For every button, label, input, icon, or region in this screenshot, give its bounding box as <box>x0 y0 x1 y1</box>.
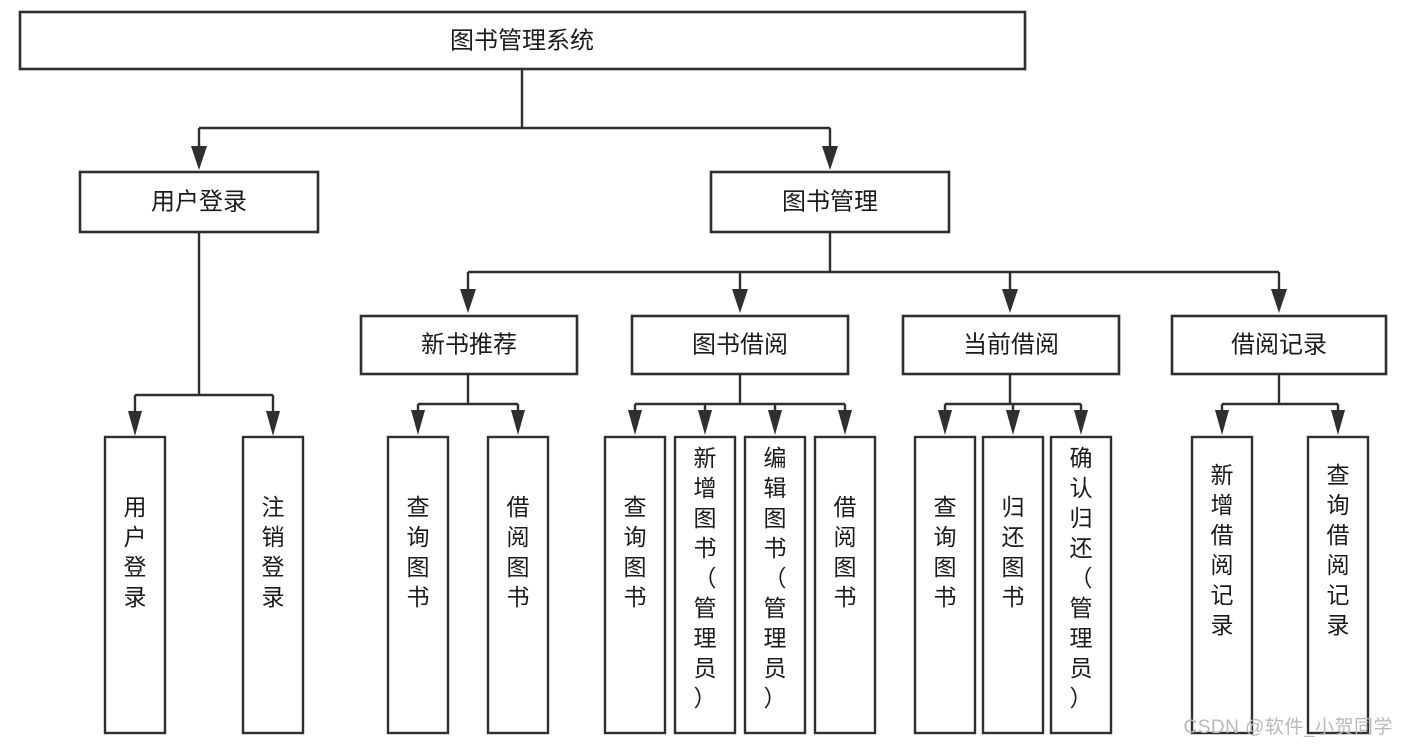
arrow-head-leaf-add-book <box>698 410 712 435</box>
node-book-manage-label: 图书管理 <box>782 188 878 215</box>
node-leaf-add-record[interactable]: 新增借阅记录 <box>1190 435 1254 735</box>
node-root[interactable]: 图书管理系统 <box>18 10 1027 71</box>
node-leaf-borrow-book-2[interactable]: 借阅图书 <box>813 435 877 735</box>
node-book-manage[interactable]: 图书管理 <box>709 170 951 234</box>
node-leaf-edit-book-box[interactable] <box>743 435 807 735</box>
node-new-book-recommend-box[interactable] <box>359 314 579 376</box>
node-leaf-add-book-label: 新增图书（管理员） <box>694 445 717 711</box>
node-leaf-confirm-return-label: 确认归还（管理员） <box>1070 445 1093 711</box>
node-book-manage-box[interactable] <box>709 170 951 234</box>
node-leaf-return-book-box[interactable] <box>981 435 1045 735</box>
node-new-book-recommend-label: 新书推荐 <box>421 331 517 358</box>
arrow-head-borrow-record <box>1271 289 1287 313</box>
arrow-head-book-manage <box>822 146 838 170</box>
node-leaf-return-book-label: 归还图书 <box>1002 494 1025 610</box>
node-root-box[interactable] <box>18 10 1027 71</box>
connector-group-root <box>191 69 838 170</box>
node-leaf-return-book[interactable]: 归还图书 <box>981 435 1045 735</box>
node-leaf-query-record-box[interactable] <box>1306 435 1370 735</box>
node-leaf-borrow-book-1-box[interactable] <box>486 435 550 735</box>
node-book-borrow-label: 图书借阅 <box>692 331 788 358</box>
node-leaf-query-book-1-box[interactable] <box>386 435 450 735</box>
node-leaf-query-record[interactable]: 查询借阅记录 <box>1306 435 1370 735</box>
node-leaf-add-record-box[interactable] <box>1190 435 1254 735</box>
node-leaf-borrow-book-1[interactable]: 借阅图书 <box>486 435 550 735</box>
arrow-head-leaf-add-record <box>1215 410 1229 435</box>
node-borrow-record-box[interactable] <box>1170 314 1388 376</box>
node-leaf-add-record-label: 新增借阅记录 <box>1211 462 1234 638</box>
node-book-borrow-box[interactable] <box>630 314 850 376</box>
node-borrow-record-label: 借阅记录 <box>1231 331 1327 358</box>
connector-group-new-book-recommend <box>411 374 525 435</box>
node-leaf-confirm-return-box[interactable] <box>1049 435 1113 735</box>
node-user-login-label: 用户登录 <box>151 188 247 215</box>
node-leaf-query-book-2-label: 查询图书 <box>624 494 647 610</box>
arrow-head-new-book-recommend <box>460 289 476 313</box>
node-leaf-query-book-3-label: 查询图书 <box>934 494 957 610</box>
arrow-head-leaf-user-login <box>128 411 142 436</box>
arrow-head-leaf-query-record <box>1331 410 1345 435</box>
connector-group-book-manage <box>460 233 1287 313</box>
node-current-borrow-box[interactable] <box>901 314 1121 376</box>
node-leaf-add-book[interactable]: 新增图书（管理员） <box>673 435 737 735</box>
node-leaf-edit-book-label: 编辑图书（管理员） <box>764 445 787 711</box>
arrow-head-user-login <box>191 146 207 170</box>
arrow-head-leaf-return-book <box>1006 410 1020 435</box>
node-current-borrow-label: 当前借阅 <box>963 331 1059 358</box>
node-leaf-add-book-box[interactable] <box>673 435 737 735</box>
node-new-book-recommend[interactable]: 新书推荐 <box>359 314 579 376</box>
arrow-head-leaf-borrow-book-1 <box>511 410 525 435</box>
arrow-head-leaf-query-book-3 <box>938 410 952 435</box>
node-leaf-confirm-return[interactable]: 确认归还（管理员） <box>1049 435 1113 735</box>
arrow-head-leaf-borrow-book-2 <box>838 410 852 435</box>
node-leaf-query-record-label: 查询借阅记录 <box>1327 462 1350 638</box>
node-leaf-logout-login-box[interactable] <box>241 435 305 735</box>
arrow-head-leaf-query-book-2 <box>628 410 642 435</box>
node-current-borrow[interactable]: 当前借阅 <box>901 314 1121 376</box>
node-root-label: 图书管理系统 <box>450 27 594 54</box>
node-leaf-query-book-1[interactable]: 查询图书 <box>386 435 450 735</box>
node-leaf-user-login-box[interactable] <box>103 435 167 735</box>
arrow-head-leaf-confirm-return <box>1074 410 1088 435</box>
node-leaf-query-book-2[interactable]: 查询图书 <box>603 435 667 735</box>
node-leaf-user-login-label: 用户登录 <box>124 494 147 610</box>
node-user-login[interactable]: 用户登录 <box>78 170 320 234</box>
node-leaf-borrow-book-2-label: 借阅图书 <box>834 494 857 610</box>
node-leaf-query-book-1-label: 查询图书 <box>407 494 430 610</box>
node-book-borrow[interactable]: 图书借阅 <box>630 314 850 376</box>
node-user-login-box[interactable] <box>78 170 320 234</box>
connector-group-borrow-record <box>1215 374 1345 435</box>
arrow-head-book-borrow <box>732 289 748 313</box>
node-leaf-borrow-book-1-label: 借阅图书 <box>507 494 530 610</box>
connector-group-book-borrow <box>628 374 852 435</box>
arrow-head-leaf-logout-login <box>266 411 280 436</box>
node-leaf-query-book-2-box[interactable] <box>603 435 667 735</box>
node-leaf-logout-login-label: 注销登录 <box>262 494 285 610</box>
node-leaf-borrow-book-2-box[interactable] <box>813 435 877 735</box>
arrow-head-leaf-query-book-1 <box>411 410 425 435</box>
arrow-head-current-borrow <box>1002 289 1018 313</box>
node-leaf-edit-book[interactable]: 编辑图书（管理员） <box>743 435 807 735</box>
connector-group-current-borrow <box>938 374 1088 435</box>
connector-group-user-login <box>128 233 280 436</box>
node-leaf-query-book-3[interactable]: 查询图书 <box>913 435 977 735</box>
node-leaf-logout-login[interactable]: 注销登录 <box>241 435 305 735</box>
node-leaf-user-login[interactable]: 用户登录 <box>103 435 167 735</box>
node-leaf-query-book-3-box[interactable] <box>913 435 977 735</box>
arrow-head-leaf-edit-book <box>768 410 782 435</box>
node-borrow-record[interactable]: 借阅记录 <box>1170 314 1388 376</box>
